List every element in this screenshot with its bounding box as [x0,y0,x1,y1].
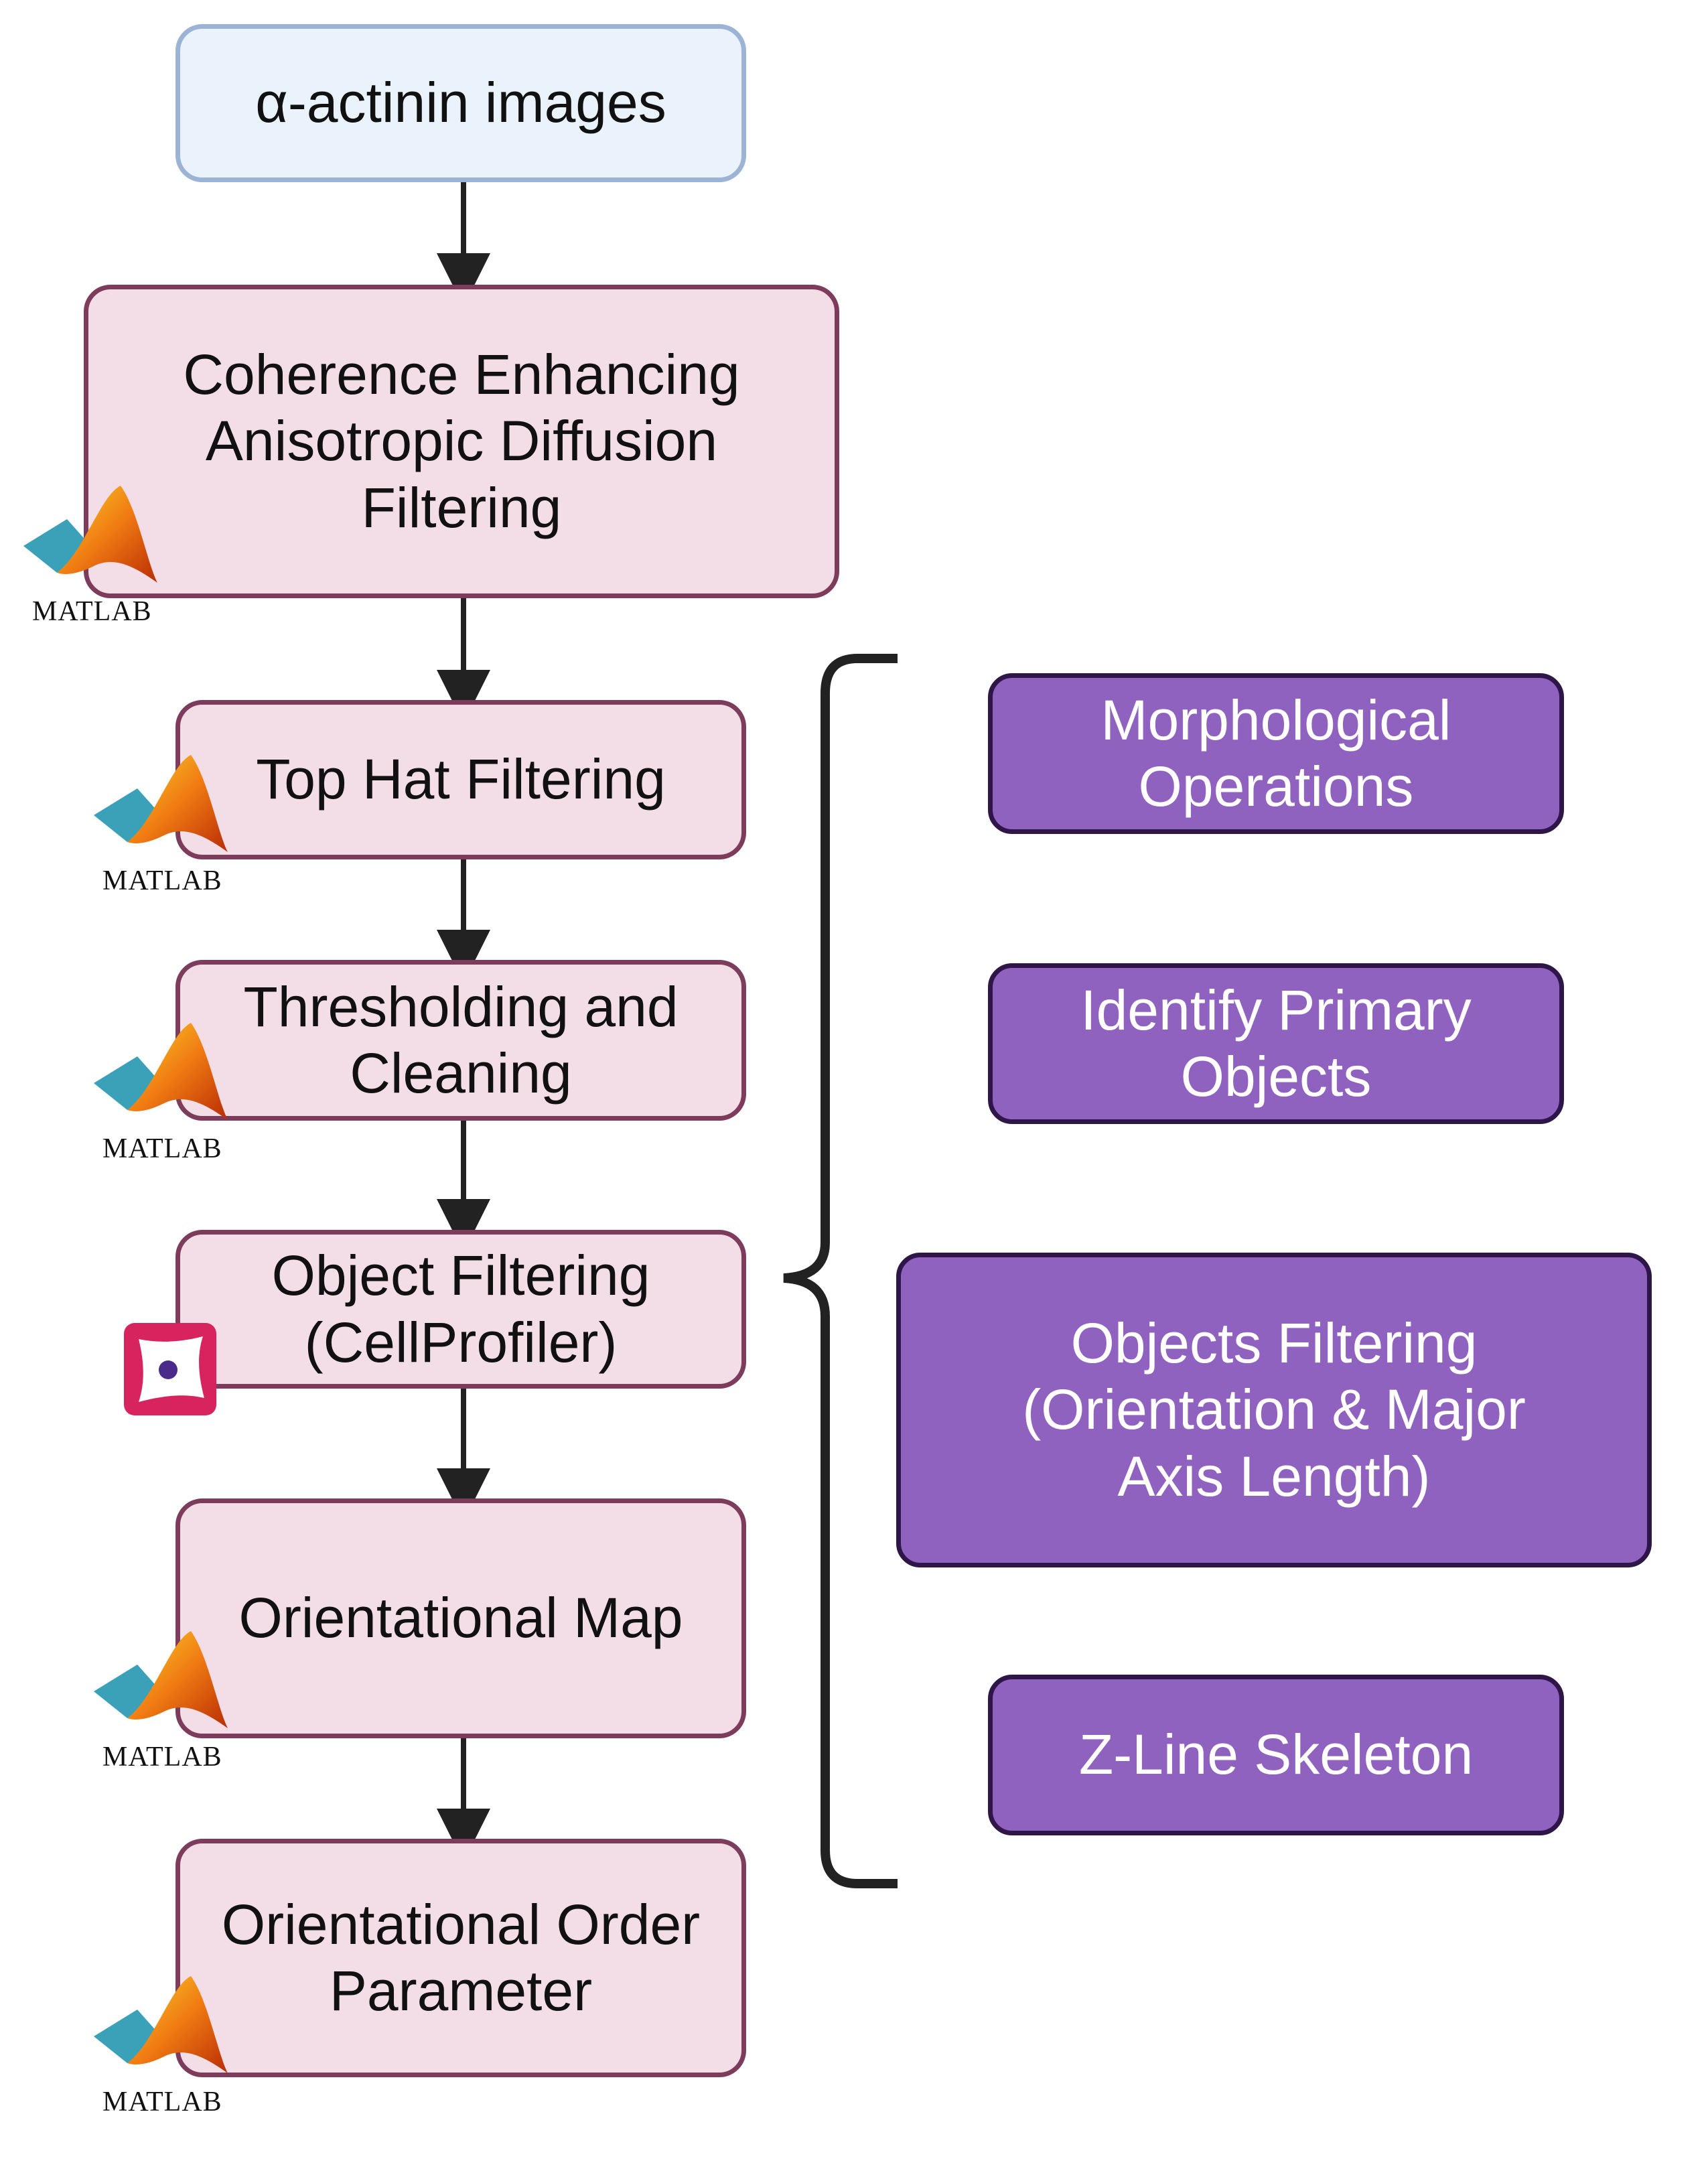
matlab-membrane-icon [94,1023,228,1120]
step-label-3: Thresholding and Cleaning [243,975,679,1105]
input-node: α-actinin images [175,24,746,182]
matlab-wordmark: MATLAB [102,1742,222,1772]
input-label: α-actinin images [255,71,666,135]
matlab-membrane-icon [23,486,157,583]
matlab-membrane-icon [94,1976,228,2073]
matlab-wordmark: MATLAB [102,865,222,896]
detail-node-2: Identify Primary Objects [988,963,1564,1124]
matlab-logo: MATLAB [20,482,161,636]
step-node-4: Object Filtering (CellProfiler) [175,1230,746,1389]
matlab-wordmark: MATLAB [32,596,152,627]
detail-node-4: Z-Line Skeleton [988,1675,1564,1835]
step-node-1: Coherence Enhancing Anisotropic Diffusio… [84,285,839,598]
cellprofiler-icon [124,1323,216,1415]
step-node-6: Orientational Order Parameter [175,1839,746,2077]
matlab-logo: MATLAB [90,1973,231,2127]
matlab-logo: MATLAB [90,752,231,906]
detail-label-3: Objects Filtering (Orientation & Major A… [1022,1312,1526,1508]
step-node-2: Top Hat Filtering [175,700,746,859]
curly-bracket [783,654,898,1888]
matlab-logo: MATLAB [90,1628,231,1782]
step-label-2: Top Hat Filtering [256,748,666,811]
matlab-logo: MATLAB [90,1020,231,1174]
detail-label-1: Morphological Operations [1100,688,1451,818]
matlab-wordmark: MATLAB [102,2087,222,2117]
detail-node-3: Objects Filtering (Orientation & Major A… [896,1253,1652,1567]
detail-node-1: Morphological Operations [988,673,1564,834]
step-label-4: Object Filtering (CellProfiler) [271,1244,650,1374]
matlab-membrane-icon [94,755,228,852]
cellprofiler-logo [124,1323,216,1415]
step-label-6: Orientational Order Parameter [221,1892,701,2022]
step-label-5: Orientational Map [238,1586,683,1650]
step-label-1: Coherence Enhancing Anisotropic Diffusio… [183,343,740,539]
detail-label-4: Z-Line Skeleton [1078,1723,1474,1787]
step-node-3: Thresholding and Cleaning [175,960,746,1121]
matlab-membrane-icon [94,1631,228,1728]
detail-label-2: Identify Primary Objects [1080,978,1472,1108]
step-node-5: Orientational Map [175,1498,746,1738]
matlab-wordmark: MATLAB [102,1133,222,1164]
